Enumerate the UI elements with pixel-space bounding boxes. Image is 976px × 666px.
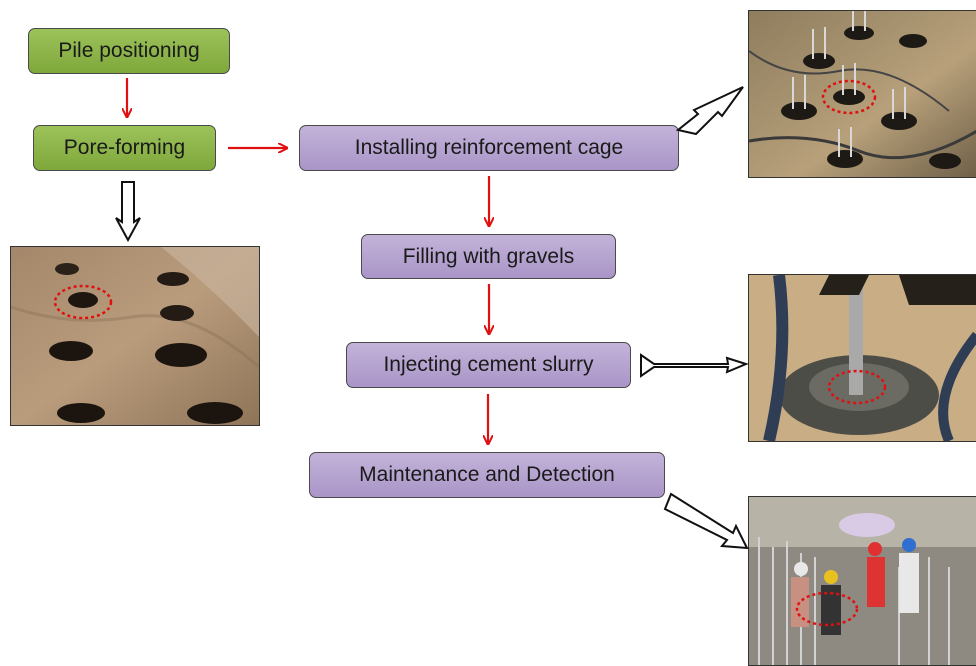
hollow-arrow-to-cage-photo [678, 87, 743, 134]
hollow-arrow-to-slurry-photo [641, 355, 746, 376]
hollow-arrow-to-maintenance-photo [665, 494, 747, 548]
hollow-arrow-to-holes-photo [116, 182, 140, 240]
